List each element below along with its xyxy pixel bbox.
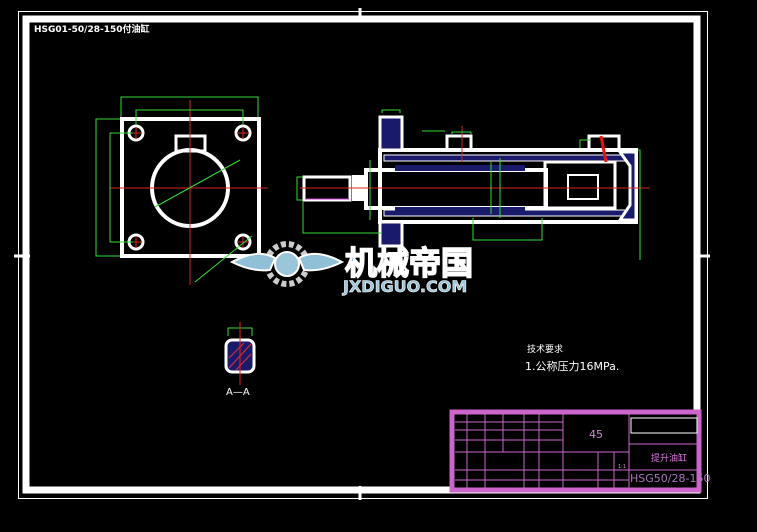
drawing-title: HSG01-50/28-150付油缸 (34, 23, 150, 35)
flange-view (95, 96, 268, 285)
part-name: 提升油缸 (651, 452, 687, 464)
tech-requirements-item: 1.公称压力16MPa. (525, 359, 619, 373)
section-label: A—A (226, 387, 250, 398)
drawing-number: HSG50/28-150 (630, 472, 710, 485)
section-a-a (224, 322, 256, 385)
cylinder-section (296, 109, 650, 260)
title-block: 45 提升油缸 1:1 HSG50/28-150 (449, 409, 710, 493)
svg-text:JXDIGUO.COM: JXDIGUO.COM (342, 277, 467, 296)
tech-requirements-heading: 技术要求 (527, 343, 563, 355)
material: 45 (589, 428, 603, 441)
drawing-frame (14, 8, 710, 500)
svg-text:机械帝国: 机械帝国 (345, 244, 473, 282)
scale: 1:1 (618, 464, 626, 470)
watermark-logo: 机械帝国 JXDIGUO.COM (229, 241, 474, 296)
